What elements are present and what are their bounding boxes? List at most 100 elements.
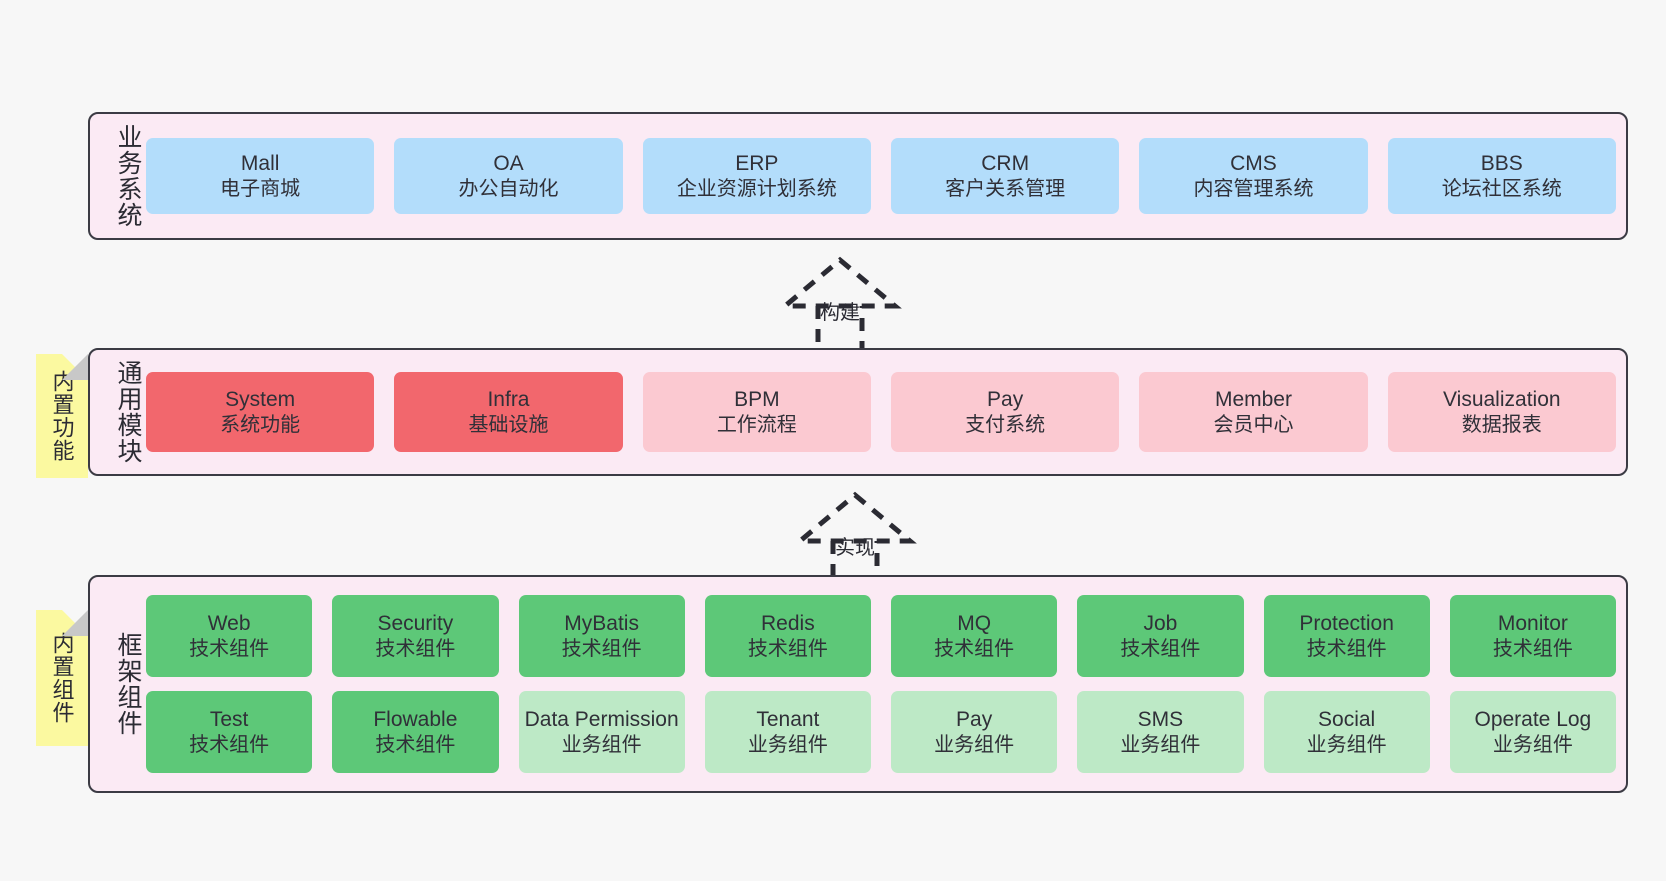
card-title-cn: 数据报表	[1461, 413, 1542, 436]
card-title-en: System	[225, 388, 296, 411]
card-erp[interactable]: ERP 企业资源计划系统	[642, 138, 871, 214]
card-title-cn: 内容管理系统	[1193, 177, 1314, 200]
card-title-en: Social	[1318, 708, 1376, 731]
card-title-en: Operate Log	[1474, 708, 1592, 731]
card-grid-framework: Web 技术组件 Security 技术组件 MyBatis 技术组件 Redi…	[142, 577, 1626, 791]
card-title-en: Data Permission	[524, 708, 679, 731]
card-oa[interactable]: OA 办公自动化	[394, 138, 623, 214]
card-title-en: Pay	[956, 708, 993, 731]
card-title-cn: 客户关系管理	[945, 177, 1066, 200]
layer-title-business: 业务系统	[114, 124, 142, 228]
card-title-cn: 工作流程	[716, 413, 797, 436]
card-title-en: Visualization	[1443, 388, 1561, 411]
card-pay-business[interactable]: Pay 业务组件	[891, 691, 1058, 773]
card-mybatis[interactable]: MyBatis 技术组件	[518, 595, 685, 677]
card-title-cn: 业务组件	[747, 733, 828, 756]
card-grid-common: System 系统功能 Infra 基础设施 BPM 工作流程 Pay 支付系统…	[142, 350, 1626, 474]
card-title-cn: 业务组件	[1120, 733, 1201, 756]
sticky-note-label: 内置功能	[49, 370, 75, 462]
card-job[interactable]: Job 技术组件	[1077, 595, 1244, 677]
card-social[interactable]: Social 业务组件	[1263, 691, 1430, 773]
card-title-cn: 技术组件	[189, 733, 270, 756]
card-title-en: Job	[1143, 612, 1178, 635]
card-title-en: ERP	[735, 152, 779, 175]
card-title-cn: 业务组件	[1492, 733, 1573, 756]
layer-title-framework: 框架组件	[114, 632, 142, 736]
card-title-en: Pay	[987, 388, 1024, 411]
card-visualization[interactable]: Visualization 数据报表	[1387, 372, 1616, 452]
card-title-cn: 基础设施	[468, 413, 549, 436]
card-title-cn: 业务组件	[934, 733, 1015, 756]
card-security[interactable]: Security 技术组件	[332, 595, 499, 677]
card-title-cn: 系统功能	[220, 413, 301, 436]
card-title-en: CRM	[981, 152, 1030, 175]
card-title-cn: 技术组件	[1492, 637, 1573, 660]
card-title-en: Security	[377, 612, 454, 635]
card-title-en: Protection	[1299, 612, 1394, 635]
card-title-en: CMS	[1230, 152, 1277, 175]
card-title-cn: 论坛社区系统	[1441, 177, 1562, 200]
card-title-en: Tenant	[756, 708, 820, 731]
card-monitor[interactable]: Monitor 技术组件	[1449, 595, 1616, 677]
card-row: Web 技术组件 Security 技术组件 MyBatis 技术组件 Redi…	[146, 595, 1616, 677]
card-crm[interactable]: CRM 客户关系管理	[890, 138, 1120, 214]
sticky-note-builtin-components: 内置组件	[36, 610, 88, 746]
layer-title-common: 通用模块	[114, 360, 142, 464]
card-cms[interactable]: CMS 内容管理系统	[1139, 138, 1368, 214]
sticky-fold-corner-icon	[62, 354, 88, 380]
card-title-en: MQ	[957, 612, 992, 635]
card-system[interactable]: System 系统功能	[146, 372, 375, 452]
card-title-en: Test	[209, 708, 249, 731]
card-title-cn: 技术组件	[375, 637, 456, 660]
card-title-en: MyBatis	[564, 612, 639, 635]
card-title-cn: 办公自动化	[458, 177, 559, 200]
card-data-permission[interactable]: Data Permission 业务组件	[518, 691, 685, 773]
card-title-cn: 电子商城	[220, 177, 301, 200]
card-flowable[interactable]: Flowable 技术组件	[332, 691, 499, 773]
card-title-cn: 业务组件	[561, 733, 642, 756]
card-row: Mall 电子商城 OA 办公自动化 ERP 企业资源计划系统 CRM 客户关系…	[146, 138, 1616, 214]
card-bpm[interactable]: BPM 工作流程	[642, 372, 871, 452]
card-title-en: Infra	[487, 388, 530, 411]
card-web[interactable]: Web 技术组件	[146, 595, 313, 677]
card-title-en: SMS	[1137, 708, 1184, 731]
card-title-cn: 技术组件	[189, 637, 270, 660]
card-title-en: BBS	[1480, 152, 1523, 175]
card-title-cn: 支付系统	[965, 413, 1046, 436]
card-redis[interactable]: Redis 技术组件	[704, 595, 871, 677]
card-title-en: Monitor	[1497, 612, 1568, 635]
sticky-note-builtin-features: 内置功能	[36, 354, 88, 478]
sticky-fold-corner-icon	[62, 610, 88, 636]
card-title-cn: 技术组件	[561, 637, 642, 660]
card-mall[interactable]: Mall 电子商城	[146, 138, 375, 214]
card-title-en: Web	[207, 612, 251, 635]
card-pay[interactable]: Pay 支付系统	[890, 372, 1120, 452]
card-title-cn: 技术组件	[1120, 637, 1201, 660]
layer-common-modules: 通用模块 System 系统功能 Infra 基础设施 BPM 工作流程 Pay…	[88, 348, 1628, 476]
sticky-note-label: 内置组件	[49, 632, 75, 724]
card-title-cn: 技术组件	[1306, 637, 1387, 660]
card-title-cn: 会员中心	[1213, 413, 1294, 436]
card-mq[interactable]: MQ 技术组件	[891, 595, 1058, 677]
arrow-head-triangle-icon	[793, 491, 917, 544]
card-title-cn: 企业资源计划系统	[676, 177, 837, 200]
card-protection[interactable]: Protection 技术组件	[1263, 595, 1430, 677]
card-title-en: Redis	[761, 612, 815, 635]
card-title-en: Flowable	[373, 708, 458, 731]
card-test[interactable]: Test 技术组件	[146, 691, 313, 773]
card-title-en: BPM	[734, 388, 780, 411]
layer-business-systems: 业务系统 Mall 电子商城 OA 办公自动化 ERP 企业资源计划系统 CRM…	[88, 112, 1628, 240]
card-bbs[interactable]: BBS 论坛社区系统	[1387, 138, 1616, 214]
arrow-head-triangle-icon	[778, 256, 902, 309]
card-grid-business: Mall 电子商城 OA 办公自动化 ERP 企业资源计划系统 CRM 客户关系…	[142, 114, 1626, 238]
card-tenant[interactable]: Tenant 业务组件	[704, 691, 871, 773]
card-title-cn: 技术组件	[375, 733, 456, 756]
card-title-cn: 技术组件	[934, 637, 1015, 660]
card-title-en: OA	[493, 152, 524, 175]
card-member[interactable]: Member 会员中心	[1139, 372, 1368, 452]
card-infra[interactable]: Infra 基础设施	[394, 372, 623, 452]
card-sms[interactable]: SMS 业务组件	[1077, 691, 1244, 773]
card-row: System 系统功能 Infra 基础设施 BPM 工作流程 Pay 支付系统…	[146, 372, 1616, 452]
card-row: Test 技术组件 Flowable 技术组件 Data Permission …	[146, 691, 1616, 773]
card-operate-log[interactable]: Operate Log 业务组件	[1449, 691, 1616, 773]
